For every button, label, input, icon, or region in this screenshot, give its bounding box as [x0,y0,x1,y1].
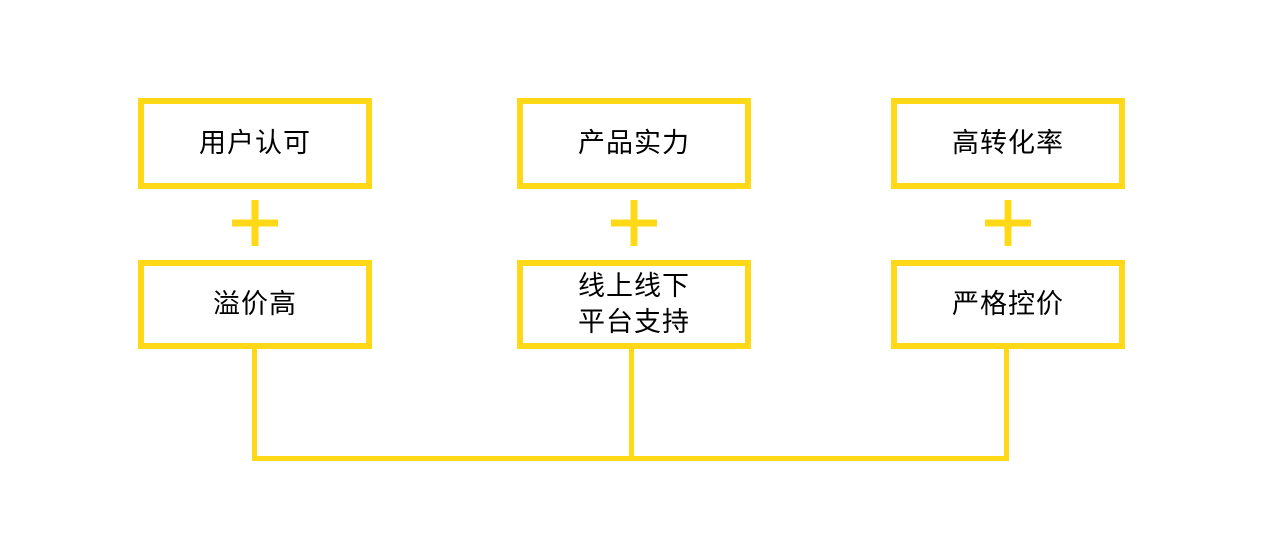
plus-icon [611,200,657,246]
box-online-offline-platform-support: 线上线下 平台支持 [517,260,751,349]
connector-line-middle [629,349,634,461]
box-user-recognition-label: 用户认可 [199,127,311,158]
connector-line-bottom [252,456,1009,461]
box-high-premium: 溢价高 [138,260,372,349]
plus-icon [232,200,278,246]
box-strict-price-control: 严格控价 [891,260,1125,349]
box-online-offline-platform-support-label: 线上线下 平台支持 [578,270,690,337]
connector-line-left [252,349,257,461]
box-high-conversion-rate: 高转化率 [891,98,1125,189]
box-product-strength: 产品实力 [517,98,751,189]
plus-icon [985,200,1031,246]
box-high-premium-label: 溢价高 [213,288,297,319]
box-high-conversion-rate-label: 高转化率 [952,127,1064,158]
box-strict-price-control-label: 严格控价 [952,288,1064,319]
connector-line-right [1004,349,1009,461]
box-user-recognition: 用户认可 [138,98,372,189]
box-product-strength-label: 产品实力 [578,127,690,158]
